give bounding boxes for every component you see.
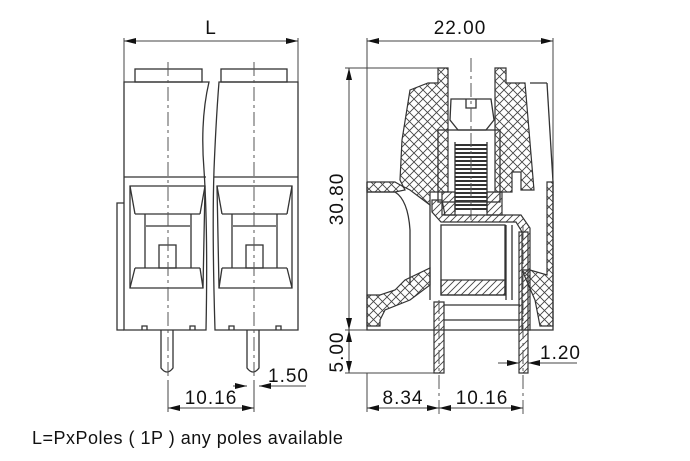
overall-width-label: 22.00 (434, 18, 487, 39)
pole-2 (212, 62, 299, 390)
dimension-pin-length: 5.00 (327, 329, 434, 374)
housing-bottom-left (366, 267, 431, 327)
housing-right-top (494, 67, 535, 193)
body-height-label: 30.80 (327, 173, 348, 226)
pole-1 (116, 62, 210, 406)
pin-length-label: 5.00 (327, 332, 348, 373)
side-view: 22.00 30.80 5.00 (327, 18, 581, 416)
drawing-caption: L=PxPoles ( 1P ) any poles available (32, 428, 344, 448)
dimension-front-pitch: 10.16 (167, 380, 255, 412)
pin-offset-label: 8.34 (383, 388, 424, 409)
dimension-body-height: 30.80 (327, 67, 438, 330)
front-view: L (116, 18, 309, 412)
pin-diameter-label: 1.50 (268, 366, 309, 387)
side-pitch-label: 10.16 (456, 388, 509, 409)
dimension-L-label: L (205, 18, 217, 39)
side-pins (433, 225, 529, 416)
dimension-pin-thickness: 1.20 (498, 343, 581, 366)
dimension-overall-width: 22.00 (366, 18, 554, 330)
clamp-cage (431, 191, 531, 331)
housing-top (366, 67, 449, 207)
clamp-screw (437, 58, 501, 220)
dimension-pin-diameter: 1.50 (233, 366, 309, 389)
dimension-side-pitch: 10.16 (439, 388, 523, 411)
dimension-L: L (123, 18, 299, 82)
dimension-pin-offset: 8.34 (366, 373, 439, 412)
front-pitch-label: 10.16 (185, 388, 238, 409)
pin-thickness-label: 1.20 (540, 343, 581, 364)
